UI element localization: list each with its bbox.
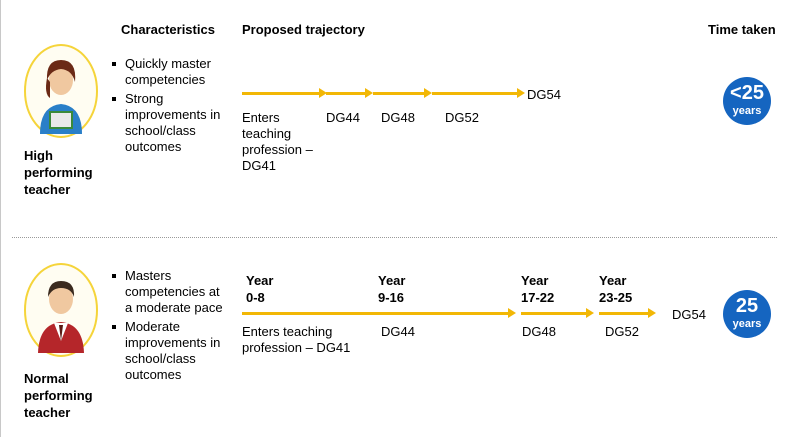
frame-border: [0, 0, 1, 437]
trajectory-arrow: [521, 308, 594, 318]
badge-value: 25: [735, 295, 759, 317]
trajectory-arrow: [326, 88, 373, 98]
header-time-taken: Time taken: [708, 22, 776, 37]
badge-value: <25: [730, 82, 764, 104]
trajectory-arrow: [373, 88, 432, 98]
trajectory-arrow: [599, 308, 656, 318]
list-item: Moderate improvements in school/class ou…: [111, 319, 229, 383]
badge-unit: years: [732, 318, 762, 330]
high-characteristics-list: Quickly master competencies Strong impro…: [111, 56, 235, 158]
list-item: Masters competencies at a moderate pace: [111, 268, 229, 316]
grade-label: DG48: [381, 110, 415, 125]
normal-start-label: Enters teaching profession – DG41: [242, 324, 351, 355]
header-proposed-trajectory: Proposed trajectory: [242, 22, 365, 37]
high-teacher-avatar-icon: [22, 42, 100, 145]
grade-label: DG48: [522, 324, 556, 339]
normal-characteristics-list: Masters competencies at a moderate pace …: [111, 268, 229, 386]
list-item: Quickly master competencies: [111, 56, 235, 88]
grade-label: DG52: [605, 324, 639, 339]
normal-teacher-role: Normal performing teacher: [24, 371, 93, 420]
grade-label: DG44: [326, 110, 360, 125]
header-characteristics: Characteristics: [121, 22, 215, 37]
row-divider: [12, 237, 777, 238]
grade-label: DG52: [445, 110, 479, 125]
trajectory-arrow: [242, 88, 327, 98]
badge-unit: years: [732, 105, 762, 117]
normal-time-badge: 25 years: [723, 290, 771, 338]
grade-label-final: DG54: [672, 307, 706, 322]
high-start-label: Enters teaching profession – DG41: [242, 110, 313, 173]
list-item: Strong improvements in school/class outc…: [111, 91, 235, 155]
high-teacher-role: High performing teacher: [24, 148, 93, 197]
high-time-badge: <25 years: [723, 77, 771, 125]
grade-label-final: DG54: [527, 87, 561, 102]
trajectory-arrow: [242, 308, 516, 318]
normal-teacher-avatar-icon: [22, 261, 100, 364]
trajectory-arrow: [432, 88, 525, 98]
grade-label: DG44: [381, 324, 415, 339]
